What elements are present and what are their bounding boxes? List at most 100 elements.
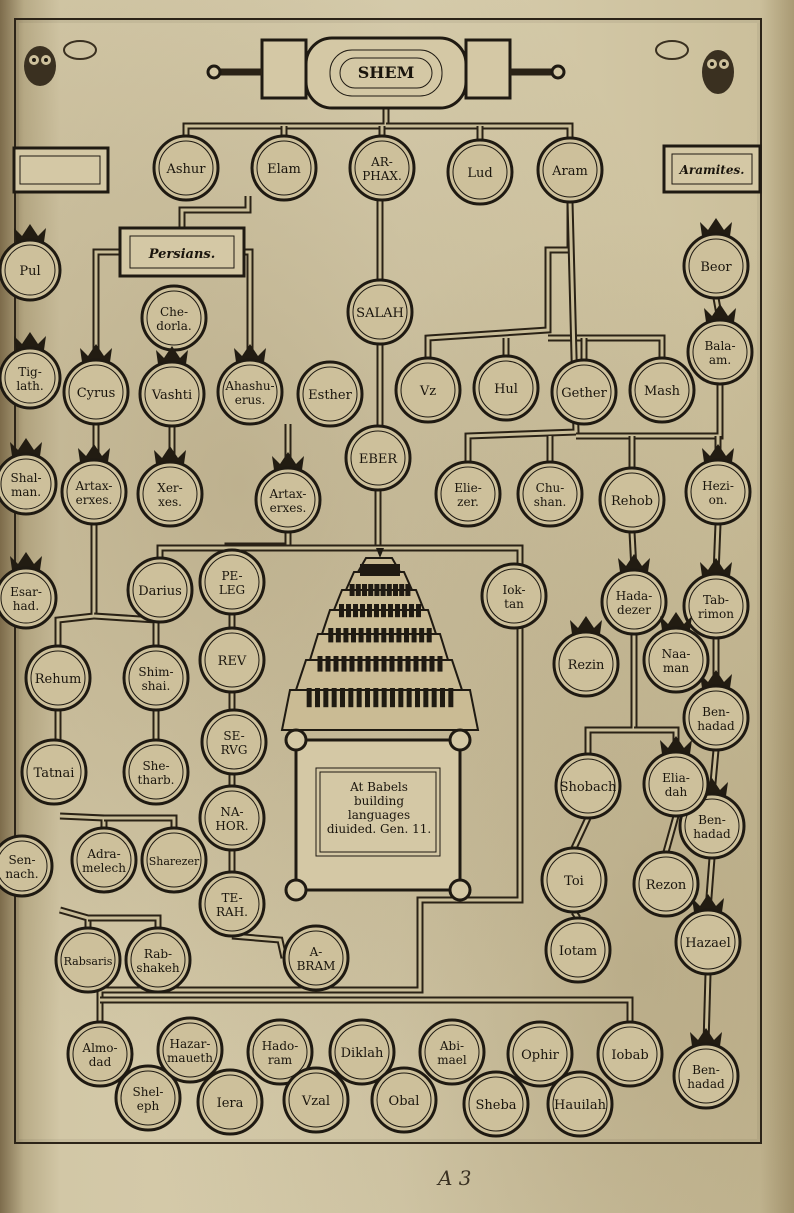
node-label: Pul xyxy=(19,264,40,279)
persian-officers-node: Shim-shai. xyxy=(124,646,188,710)
tower-window xyxy=(365,688,370,707)
node-label: She- xyxy=(142,759,169,773)
node-label: Toi xyxy=(564,874,584,889)
node-label: Hezi- xyxy=(702,479,734,493)
tower-window xyxy=(342,656,347,672)
tower-window xyxy=(388,604,393,617)
aramite-kings-node: Bala-am. xyxy=(688,304,752,384)
owl-ornament-right xyxy=(656,41,734,94)
tower-window xyxy=(427,628,432,642)
node-label: Shal- xyxy=(11,471,42,485)
persian-officers-node: Rehum xyxy=(26,646,90,710)
tower-window xyxy=(405,584,410,596)
line-of-arphaxad-node: Iok-tan xyxy=(482,564,546,628)
sons-of-joktan-node: Iobab xyxy=(598,1022,662,1086)
node-label: xes. xyxy=(158,495,182,509)
node-label: Lud xyxy=(467,166,492,181)
link-aram-mash xyxy=(548,338,662,358)
syrian-figures-node: Rezin xyxy=(554,616,618,696)
node-label: maueth xyxy=(167,1051,213,1065)
tower-window xyxy=(362,584,367,596)
left-edge-fragments-node: Pul xyxy=(0,224,60,300)
node-label: Mash xyxy=(644,384,681,399)
node-label: REV xyxy=(218,654,247,669)
node-label: Rehum xyxy=(35,672,82,687)
tower-window xyxy=(365,564,370,576)
node-label: tan xyxy=(504,597,524,611)
tower-window xyxy=(366,656,371,672)
tower-window xyxy=(366,628,371,642)
node-label: eph xyxy=(137,1099,160,1113)
node-label: zer. xyxy=(457,495,479,509)
tower-window xyxy=(438,656,443,672)
tower-window xyxy=(387,584,392,596)
node-label: hadad xyxy=(693,827,731,841)
aramites-cartouche: Aramites. xyxy=(664,146,760,192)
root-label: SHEM xyxy=(358,63,415,82)
tower-window xyxy=(416,604,421,617)
node-label: dorla. xyxy=(156,319,191,333)
tower-window xyxy=(346,604,351,617)
node-label: Darius xyxy=(138,584,182,599)
node-label: dad xyxy=(89,1055,112,1069)
persian-kings-node: Artax-erxes. xyxy=(62,444,126,524)
node-label: AR- xyxy=(370,155,393,169)
tower-window xyxy=(367,604,372,617)
node-label: Rab- xyxy=(144,947,172,961)
node-label: Rabsaris xyxy=(64,955,113,968)
syrian-figures-node: Rezon xyxy=(634,852,698,916)
persian-kings-node: Xer-xes. xyxy=(138,446,202,526)
sons-of-joktan-node: Hauilah xyxy=(548,1072,612,1136)
node-label: man. xyxy=(11,485,41,499)
node-label: Rehob xyxy=(611,494,653,509)
tower-window xyxy=(419,628,424,642)
node-label: hadad xyxy=(697,719,735,733)
tower-window xyxy=(415,688,420,707)
node-label: Ophir xyxy=(521,1048,560,1063)
tower-window xyxy=(359,628,364,642)
line-of-arphaxad-node: PE-LEG xyxy=(200,550,264,614)
persian-officers-node: Tatnai xyxy=(22,740,86,804)
tower-window xyxy=(440,688,445,707)
node-label: Iotam xyxy=(559,944,597,959)
node-label: Adra- xyxy=(86,847,120,861)
tower-window xyxy=(382,688,387,707)
node-label: SALAH xyxy=(356,306,404,321)
persian-officers-node: Rabsaris xyxy=(56,928,120,992)
syrian-figures-node: Shobach xyxy=(556,754,620,818)
tower-window xyxy=(396,628,401,642)
left-edge-fragments-node: Shal-man. xyxy=(0,438,56,514)
folio-signature: A 3 xyxy=(438,1166,472,1190)
tower-window xyxy=(380,564,385,576)
node-label: Tab- xyxy=(703,593,729,607)
node-label: Ben- xyxy=(702,705,730,719)
tower-window xyxy=(332,688,337,707)
node-label: Rezin xyxy=(568,658,605,673)
persian-kings-node: Ahashu-erus. xyxy=(218,344,282,424)
node-label: Bala- xyxy=(704,339,735,353)
tower-window xyxy=(393,584,398,596)
node-label: dah xyxy=(665,785,688,799)
syrian-figures-node: Elia-dah xyxy=(644,736,708,816)
tower-window xyxy=(340,688,345,707)
aramite-kings-node: Tab-rimon xyxy=(684,558,748,638)
node-label: Artax- xyxy=(75,479,113,493)
line-of-arphaxad-node: SE-RVG xyxy=(202,710,266,774)
tower-window xyxy=(395,564,400,576)
tower-window xyxy=(381,604,386,617)
node-label: dezer xyxy=(617,603,651,617)
node-label: Shobach xyxy=(560,780,617,795)
node-label: am. xyxy=(709,353,731,367)
link-artax-rehum xyxy=(58,524,94,646)
persian-kings-node: Artax-erxes. xyxy=(256,452,320,532)
link-tatnai-rabshakeh-inner xyxy=(88,918,158,928)
node-label: Gether xyxy=(561,386,607,401)
tower-window xyxy=(326,656,331,672)
sons-of-joktan-node: Obal xyxy=(372,1068,436,1132)
node-label: Almo- xyxy=(81,1041,117,1055)
node-label: erxes. xyxy=(270,501,307,515)
tower-window xyxy=(350,584,355,596)
line-of-arphaxad-node: NA-HOR. xyxy=(200,786,264,850)
tower-window xyxy=(448,688,453,707)
node-label: Vz xyxy=(419,384,436,399)
